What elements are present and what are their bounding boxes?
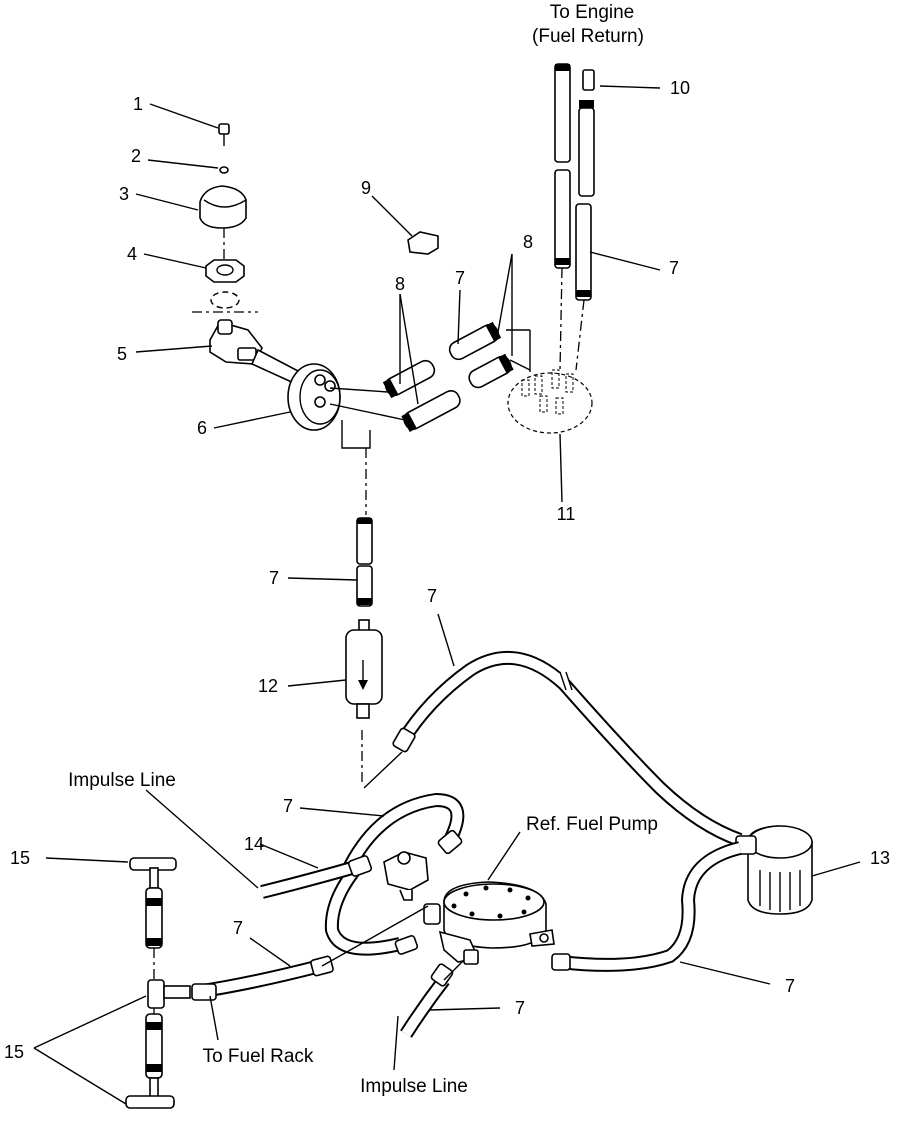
inline-filter-group (345, 517, 403, 789)
impulse-line-top-label: Impulse Line (68, 770, 176, 791)
tee-fittings-part-15 (125, 857, 191, 1109)
callout-5: 5 (117, 344, 127, 364)
callout-3: 3 (119, 184, 129, 204)
ref-fuel-pump-label: Ref. Fuel Pump (526, 814, 658, 835)
clip-part-9 (407, 231, 439, 255)
to-fuel-rack-label: To Fuel Rack (203, 1046, 314, 1067)
callout-15-top: 15 (10, 848, 30, 868)
long-hose-to-tank (392, 650, 743, 847)
callout-7-upper-mid: 7 (455, 268, 465, 288)
fuel-filter-part-12 (345, 629, 383, 705)
callout-15-bottom: 15 (4, 1042, 24, 1062)
callout-7-impulse-hose: 7 (515, 998, 525, 1018)
callout-7-loop: 7 (283, 796, 293, 816)
callout-7-rack-hose: 7 (233, 918, 243, 938)
callout-2: 2 (131, 146, 141, 166)
leader-lines (33, 85, 861, 1105)
callout-8-right: 8 (523, 232, 533, 252)
to-engine-label: To Engine (550, 2, 635, 23)
short-hoses-group (382, 321, 531, 433)
cap-part-10 (582, 69, 595, 91)
callout-7-upper-right: 7 (669, 258, 679, 278)
hose-strainer-to-pump (559, 841, 742, 972)
callout-12: 12 (258, 676, 278, 696)
callout-6: 6 (197, 418, 207, 438)
callout-9: 9 (361, 178, 371, 198)
callout-13: 13 (870, 848, 890, 868)
tank-strainer-part-13 (735, 825, 813, 915)
callout-4: 4 (127, 244, 137, 264)
callout-7-strainer-hose: 7 (785, 976, 795, 996)
fitting-plate-part-11 (507, 369, 593, 434)
callout-10: 10 (670, 78, 690, 98)
valve-stack (192, 123, 406, 515)
callout-7-filter-hose: 7 (269, 568, 279, 588)
fuel-return-tubes (554, 63, 595, 371)
callout-11: 11 (557, 504, 576, 524)
callout-7-long-hose: 7 (427, 586, 437, 606)
check-valve (383, 851, 429, 901)
loop-hose (260, 792, 465, 956)
fuel-pump (423, 881, 555, 965)
callout-1: 1 (133, 94, 143, 114)
fuel-return-label: (Fuel Return) (532, 26, 644, 47)
callout-14: 14 (244, 834, 264, 854)
callout-8-left: 8 (395, 274, 405, 294)
impulse-line-bottom-label: Impulse Line (360, 1076, 468, 1097)
